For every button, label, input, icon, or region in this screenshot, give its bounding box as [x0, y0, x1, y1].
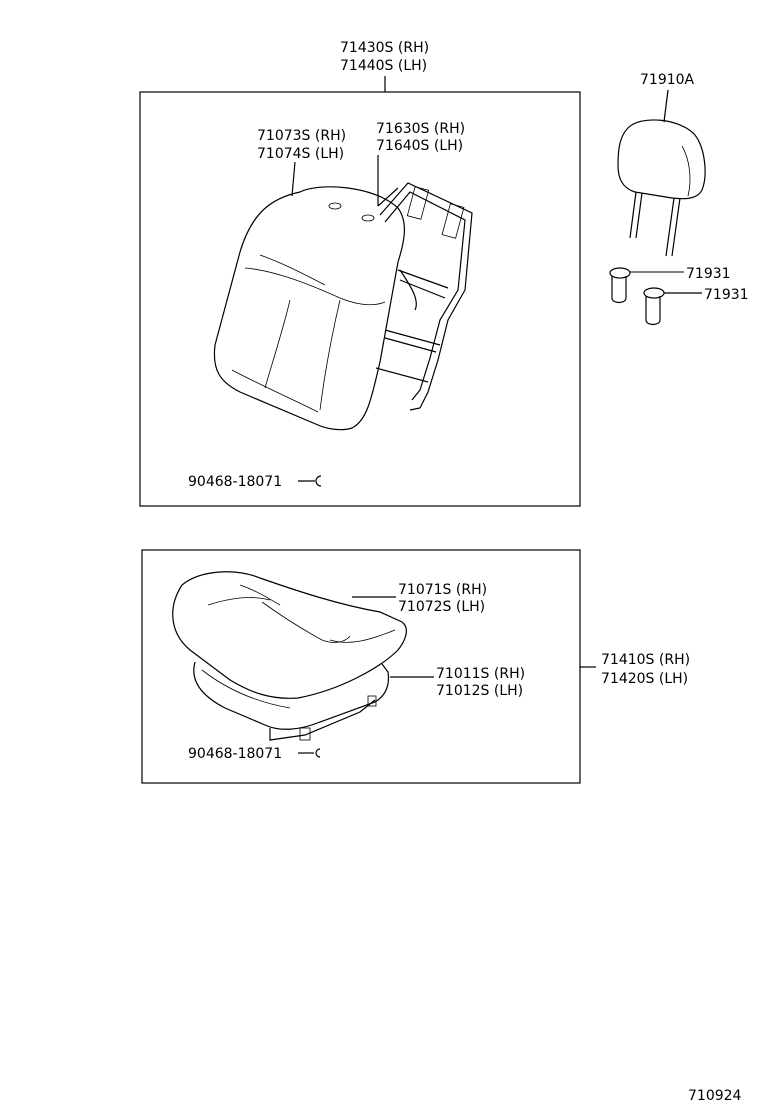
hog-ring-bottom-icon: [315, 748, 321, 758]
headrest-support-2-drawing: [643, 287, 702, 326]
cushion-assembly-group: 71071S (RH) 71072S (LH) 71011S (RH) 7101…: [141, 549, 690, 784]
seatback-assembly-group: 71430S (RH) 71440S (LH): [139, 40, 581, 507]
cushion-pad-drawing: [193, 661, 390, 741]
label-back-cover-rh: 71073S (RH): [257, 128, 346, 144]
seatback-frame-drawing: [375, 182, 473, 411]
label-seatback-rh: 71430S (RH): [340, 40, 429, 56]
cushion-cover-drawing: [172, 571, 407, 699]
label-headrest: 71910A: [640, 72, 695, 88]
label-cushion-pad-rh: 71011S (RH): [436, 666, 525, 682]
label-support-2: 71931: [704, 287, 749, 303]
label-hog-ring-top: 90468-18071: [188, 474, 282, 490]
headrest-drawing: [617, 119, 706, 257]
label-hog-ring-bottom: 90468-18071: [188, 746, 282, 762]
figure-code: 710924: [688, 1088, 742, 1104]
label-cushion-cover-rh: 71071S (RH): [398, 582, 487, 598]
seatback-cover-drawing: [213, 186, 405, 431]
label-seatback-lh: 71440S (LH): [340, 58, 427, 74]
label-cushion-assembly-lh: 71420S (LH): [601, 671, 688, 687]
label-back-frame-lh: 71640S (LH): [376, 138, 463, 154]
label-back-cover-lh: 71074S (LH): [257, 146, 344, 162]
label-cushion-assembly-rh: 71410S (RH): [601, 652, 690, 668]
seatback-box: [139, 91, 581, 507]
label-back-frame-rh: 71630S (RH): [376, 121, 465, 137]
label-cushion-pad-lh: 71012S (LH): [436, 683, 523, 699]
label-support-1: 71931: [686, 266, 731, 282]
label-cushion-cover-lh: 71072S (LH): [398, 599, 485, 615]
headrest-group: 71910A 71931 71931: [609, 72, 749, 326]
hog-ring-top-icon: [315, 475, 322, 487]
headrest-support-1-drawing: [609, 267, 684, 304]
